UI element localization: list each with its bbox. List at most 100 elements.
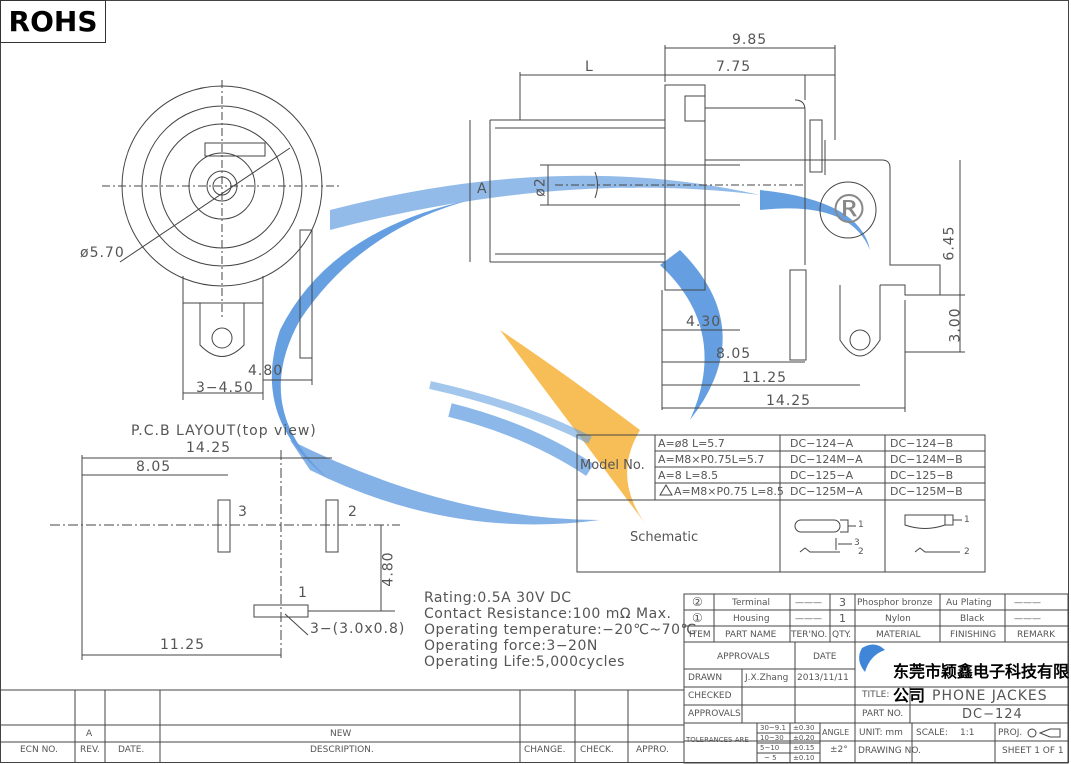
unit-label: UNIT: mm [859,728,903,738]
side-dim-A: A [477,181,488,197]
schem-a-pin-2: 2 [858,547,864,557]
model-row-3-a: DC−125−A [790,469,854,482]
side-dim-1125: 11.25 [742,370,788,386]
bom-head-ter: TER'NO. [791,630,828,640]
description-value: NEW [330,729,352,739]
scale-value: 1:1 [960,728,975,738]
bom-head-qty: QTY. [832,630,852,640]
tol-value-2: ±0.20 [793,734,815,742]
bom-row-1-ter: ——— [795,598,822,608]
partno-value: DC−124 [962,707,1023,722]
date-label: DATE. [118,745,145,755]
front-dim-480: 4.80 [248,363,284,379]
spec-operating-life: Operating Life:5,000cycles [424,654,625,670]
pcb-pin-3: 3 [238,504,248,520]
company-name: 东莞市颖鑫电子科技有限公司 [893,662,1070,705]
bom-row-1-item: ② [692,595,703,609]
schem-b-pin-2: 2 [964,547,970,557]
tol-range-4: ~ 5 [764,754,777,762]
bom-row-2-item: ① [692,611,703,625]
side-dim-L: L [585,59,594,75]
date-head: DATE [813,652,837,662]
description-label: DESCRIPTION. [310,745,374,755]
bom-head-material: MATERIAL [876,630,921,640]
schem-a-pin-1: 1 [858,520,864,530]
front-dim-3-450: 3−4.50 [196,380,254,396]
pcb-pin-2: 2 [348,504,358,520]
pcb-slot-label: 3−(3.0x0.8) [310,621,406,637]
title-label: TITLE: [862,690,890,700]
spec-rating: Rating:0.5A 30V DC [424,590,572,606]
checked-label: CHECKED [688,691,732,701]
model-row-1-a: DC−124−A [790,437,854,450]
bom-row-2-finish: Black [960,614,985,624]
model-row-2-a: DC−124M−A [790,453,863,466]
side-dim-430: 4.30 [686,314,722,330]
bom-row-1-qty: 3 [839,596,846,609]
tolerances-label: TOLERANCES ARE [686,736,749,744]
drawing-no-label: DRAWING NO. [858,746,921,756]
pcb-dim-480: 4.80 [380,551,397,587]
side-dim-phi2: ø2 [532,177,549,197]
bom-row-2-ter: ——— [795,614,822,624]
angle-label: ANGLE [822,728,850,737]
model-row-4-spec: A=M8×P0.75 L=8.5 [674,485,784,498]
model-row-3-b: DC−125−B [890,469,954,482]
model-no-label: Model No. [580,458,645,473]
change-label: CHANGE. [524,745,566,755]
model-row-2-spec: A=M8×P0.75L=5.7 [658,453,765,466]
scale-label: SCALE: [916,728,948,738]
approvals-head: APPROVALS [717,652,770,662]
drawn-date: 2013/11/11 [797,673,849,683]
side-dim-775: 7.75 [716,59,752,75]
side-dim-1425: 14.25 [766,393,812,409]
pcb-dim-805: 8.05 [136,459,172,475]
bom-row-2-remark: ——— [1014,614,1041,624]
bom-row-1-finish: Au Plating [946,598,992,608]
model-row-4-b: DC−125M−B [890,485,963,498]
bom-head-part: PART NAME [725,630,777,640]
registered-mark: ® [829,187,869,233]
side-dim-985: 9.85 [732,32,768,48]
model-row-4-a: DC−125M−A [790,485,863,498]
pcb-dim-1425: 14.25 [186,440,232,456]
pcb-title: P.C.B LAYOUT(top view) [131,423,317,439]
proj-label: PROJ. [998,728,1023,738]
schem-b-pin-1: 1 [964,515,970,525]
model-row-1-spec: A=ø8 L=5.7 [658,437,725,450]
tol-value-1: ±0.30 [793,724,815,732]
rohs-badge: ROHS [0,0,106,43]
tol-value-3: ±0.15 [793,744,815,752]
side-dim-645: 6.45 [941,225,958,261]
spec-contact-resistance: Contact Resistance:100 mΩ Max. [424,606,672,622]
bom-head-remark: REMARK [1017,630,1056,640]
spec-operating-force: Operating force:3−20N [424,638,598,654]
title-value: PHONE JACKES [932,688,1048,704]
drawn-label: DRAWN [688,673,723,683]
spec-operating-temperature: Operating temperature:−20℃~70℃ [424,622,697,638]
model-row-2-b: DC−124M−B [890,453,963,466]
schem-a-pin-3: 3 [854,538,860,548]
bom-row-2-part: Housing [733,614,770,624]
bom-head-finish: FINISHING [950,630,997,640]
bom-row-1-part: Terminal [732,598,771,608]
rev-value: A [86,729,93,739]
watermark-logo [271,175,870,530]
tol-range-3: 5~10 [760,744,780,752]
bom-row-2-qty: 1 [839,612,846,625]
sheet-label: SHEET 1 OF 1 [1002,746,1064,756]
angle-value: ±2° [830,745,848,755]
side-dim-300: 3.00 [947,307,964,343]
approvals-label: APPROVALS [688,709,741,719]
rev-label: REV. [80,745,100,755]
bom-head-item: ITEM [689,630,711,640]
front-diameter-label: ø5.70 [80,245,125,261]
drawn-by: J.X.Zhang [745,673,789,683]
bom-row-1-material: Phosphor bronze [857,598,933,608]
schematic-label: Schematic [630,530,699,545]
bom-row-1-remark: ——— [1014,598,1041,608]
pcb-pin-1: 1 [298,585,308,601]
pcb-dim-1125: 11.25 [160,637,206,653]
